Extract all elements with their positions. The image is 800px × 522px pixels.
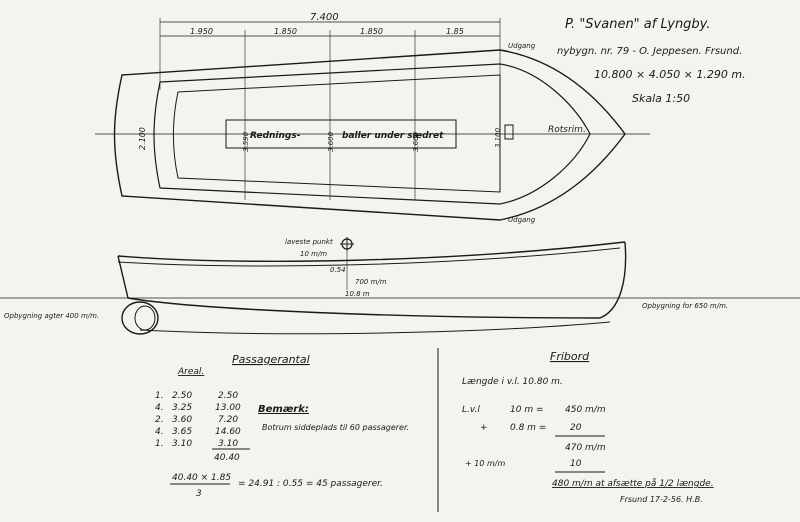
row-4-value: 3.65 <box>172 427 192 437</box>
segment-label-3: 1.850 <box>360 27 383 36</box>
freeboard-sum-1: 470 m/m <box>565 443 606 453</box>
left-note: Opbygning agter 400 m/m. <box>4 312 99 320</box>
propeller-hub <box>134 305 156 331</box>
dim-small-label: 0.54 <box>330 266 346 274</box>
section-label-3: 3.600 <box>412 131 420 152</box>
freeboard-calc: Fribord Længde i v.l. 10.80 m. L.v.l 10 … <box>462 350 714 504</box>
row-3-mult: 2. <box>155 415 164 425</box>
formula-denominator: 3 <box>196 489 202 499</box>
row-b-mid: 0.8 m = <box>510 423 546 433</box>
title-line-2: nybygn. nr. 79 - O. Jeppesen. Frsund. <box>557 46 742 57</box>
row-2-mult: 4. <box>155 403 164 413</box>
row-4-result: 14.60 <box>215 427 241 437</box>
right-note: Opbygning for 650 m/m. <box>642 302 728 310</box>
beam-label: 2.100 <box>138 127 147 150</box>
seat-ring <box>173 74 501 193</box>
total-value: 40.40 <box>214 453 240 463</box>
keel-line <box>139 321 611 335</box>
row-5-value: 3.10 <box>172 439 192 449</box>
center-text-1: Rednings- <box>250 131 301 141</box>
bow-label: Rotsrim. <box>548 125 586 135</box>
passenger-table: Passagerantal Areal. 1. 2.50 2.50 4. 3.2… <box>155 353 409 499</box>
row-a-mid: 10 m = <box>510 405 543 415</box>
freeboard-line-1: Længde i v.l. 10.80 m. <box>462 377 563 387</box>
row-4-mult: 4. <box>155 427 164 437</box>
profile-view: laveste punkt 10 m/m 0.54 700 m/m 10.8 m… <box>0 237 800 335</box>
section-label-1: 3.590 <box>242 131 250 152</box>
section-label-2: 3.600 <box>327 131 335 152</box>
rescue-float-box <box>225 119 457 149</box>
stern-propeller <box>121 301 159 335</box>
row-5-result: 3.10 <box>218 439 238 449</box>
row-5-mult: 1. <box>155 439 164 449</box>
title-line-3: 10.800 × 4.050 × 1.290 m. <box>594 68 746 81</box>
row-a-label: L.v.l <box>462 405 480 415</box>
title-block: P. "Svanen" af Lyngby. nybygn. nr. 79 - … <box>557 17 746 105</box>
sheer-line-inner <box>117 247 621 267</box>
plan-view: 7.400 1.950 1.850 1.850 1.85 Rednings- b… <box>95 12 650 224</box>
row-a-value: 450 m/m <box>565 405 606 415</box>
formula-numerator: 40.40 × 1.85 <box>172 473 231 483</box>
formula-result: = 24.91 : 0.55 = 45 passagerer. <box>238 479 383 489</box>
row-2-result: 13.00 <box>215 403 241 413</box>
row-3-result: 7.20 <box>218 415 238 425</box>
dim-mm-label: 700 m/m <box>355 278 387 286</box>
passenger-subheading: Areal. <box>177 367 204 377</box>
udgang-top-label: Udgang <box>508 42 536 50</box>
section-label-4: 3.100 <box>494 127 502 148</box>
overall-length-label: 7.400 <box>310 12 339 23</box>
freeboard-final: 480 m/m at afsætte på 1/2 længde. <box>552 478 714 489</box>
hull-bottom-profile <box>117 241 627 319</box>
title-line-4: Skala 1:50 <box>632 92 690 105</box>
segment-label-4: 1.85 <box>446 27 464 36</box>
row-c-value: 10 <box>570 459 582 469</box>
bow-fitting <box>504 124 514 140</box>
note-text: Botrum siddeplads til 60 passagerer. <box>262 423 409 432</box>
hull-outline-plan <box>113 49 626 221</box>
sheer-line <box>117 241 626 262</box>
center-text-2: baller under sædret <box>342 131 444 141</box>
row-3-value: 3.60 <box>172 415 192 425</box>
dim-len-label: 10.8 m <box>345 290 370 298</box>
mark-label-1: laveste punkt <box>285 238 333 246</box>
row-b-label: + <box>480 423 488 433</box>
row-b-value: 20 <box>570 423 582 433</box>
row-2-value: 3.25 <box>172 403 192 413</box>
mark-label-2: 10 m/m <box>300 250 327 258</box>
title-line-1: P. "Svanen" af Lyngby. <box>565 17 711 32</box>
row-c-label: + 10 m/m <box>465 459 505 468</box>
freeboard-heading: Fribord <box>550 350 590 363</box>
passenger-heading: Passagerantal <box>232 353 310 366</box>
segment-label-2: 1.850 <box>274 27 297 36</box>
row-1-result: 2.50 <box>218 391 238 401</box>
udgang-bottom-label: Udgang <box>508 216 536 224</box>
segment-label-1: 1.950 <box>190 27 213 36</box>
row-1-mult: 1. <box>155 391 164 401</box>
hull-inner-plan <box>153 63 591 205</box>
freeboard-sign: Frsund 17-2-56. H.B. <box>620 495 703 504</box>
note-heading: Bemærk: <box>258 404 309 415</box>
row-1-value: 2.50 <box>172 391 192 401</box>
